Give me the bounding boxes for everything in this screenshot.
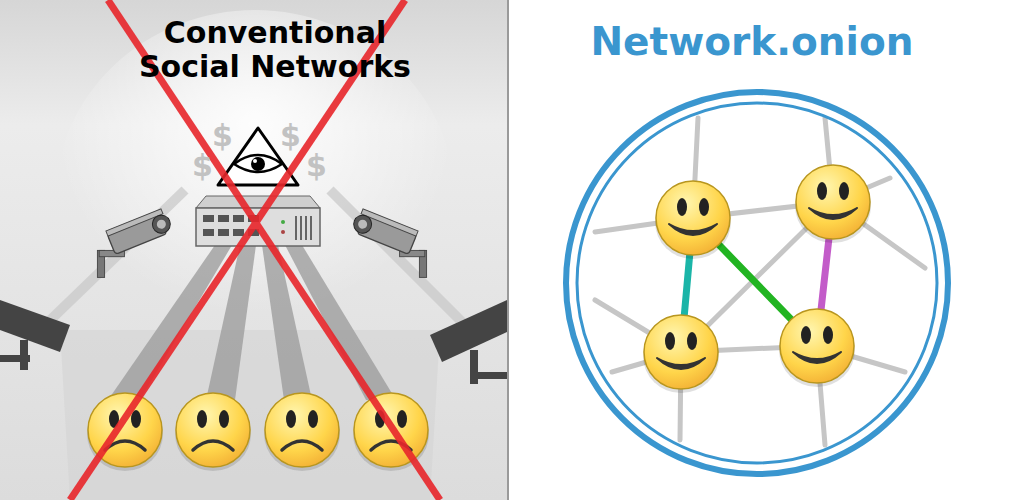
left-panel: Conventional Social Networks [0, 0, 507, 500]
happy-face [655, 181, 731, 259]
divider [507, 0, 509, 500]
happy-face [795, 165, 871, 243]
panel-title: Network.onion [522, 20, 982, 64]
happy-face [779, 309, 855, 387]
right-panel: Network.onion [509, 0, 1024, 500]
dollar-sign: $ [306, 150, 327, 182]
sad-face [175, 393, 251, 471]
camera-symbol [350, 207, 426, 277]
onion-network [566, 92, 948, 474]
left-panel-ground [0, 0, 507, 500]
dollar-sign: $ [192, 150, 213, 182]
red-cross [70, 0, 440, 500]
dollar-sign: $ [280, 120, 301, 152]
camera-symbol [430, 300, 507, 384]
camera-symbol [97, 207, 173, 277]
happy-face [643, 315, 719, 393]
sad-face [264, 393, 340, 471]
camera-symbol [0, 300, 70, 370]
panel-title: Conventional Social Networks [125, 16, 425, 84]
dollar-sign: $ [212, 120, 233, 152]
